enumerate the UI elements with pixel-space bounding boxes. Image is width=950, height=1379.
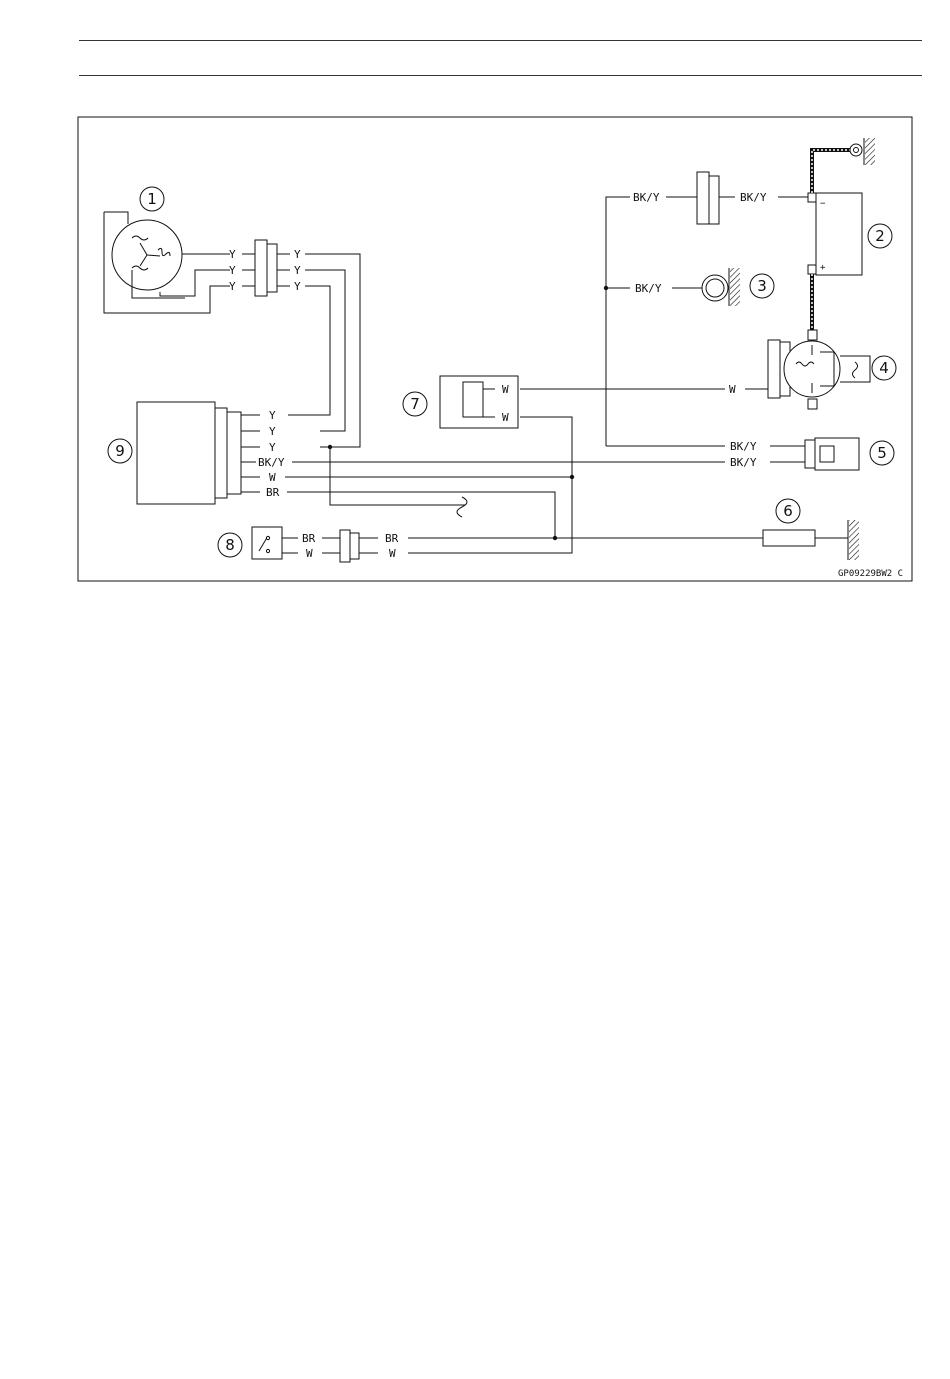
svg-text:1: 1	[147, 190, 157, 208]
label-br-2: BR	[302, 532, 316, 545]
component-3	[672, 268, 740, 306]
label-y-6: Y	[294, 280, 301, 293]
label-w-6: W	[729, 383, 736, 396]
callout-6: 6	[776, 499, 800, 523]
label-br-1: BR	[266, 486, 280, 499]
callout-1: 1	[140, 187, 164, 211]
connector-bky	[697, 172, 719, 224]
label-bky-3: BK/Y	[740, 191, 767, 204]
svg-text:2: 2	[875, 227, 885, 245]
callout-8: 8	[218, 533, 242, 557]
label-w-5: W	[502, 411, 509, 424]
component-5	[770, 438, 859, 470]
label-w-4: W	[502, 383, 509, 396]
label-y-3: Y	[229, 280, 236, 293]
label-br-3: BR	[385, 532, 399, 545]
battery-2: − +	[808, 138, 875, 330]
alternator	[104, 212, 230, 313]
svg-text:5: 5	[877, 444, 887, 462]
label-bky-2: BK/Y	[633, 191, 660, 204]
label-y-7: Y	[269, 409, 276, 422]
label-bky-1: BK/Y	[258, 456, 285, 469]
label-y-2: Y	[229, 264, 236, 277]
svg-text:7: 7	[410, 395, 420, 413]
callout-2: 2	[868, 224, 892, 248]
label-y-5: Y	[294, 264, 301, 277]
label-y-1: Y	[229, 248, 236, 261]
resistor-6	[763, 520, 859, 560]
svg-text:4: 4	[879, 359, 889, 377]
callout-7: 7	[403, 392, 427, 416]
svg-text:6: 6	[783, 502, 793, 520]
label-w-1: W	[269, 471, 276, 484]
svg-text:3: 3	[757, 277, 767, 295]
wiring-diagram: − + Y Y Y Y Y	[0, 0, 950, 620]
callout-9: 9	[108, 439, 132, 463]
figure-code: GP09229BW2 C	[838, 569, 903, 579]
svg-text:9: 9	[115, 442, 125, 460]
callout-4: 4	[872, 356, 896, 380]
connector-yellow	[242, 240, 290, 296]
regulator-rectifier	[137, 402, 260, 504]
label-w-2: W	[306, 547, 313, 560]
label-y-9: Y	[269, 441, 276, 454]
svg-text:8: 8	[225, 536, 235, 554]
callout-3: 3	[750, 274, 774, 298]
label-y-8: Y	[269, 425, 276, 438]
label-w-3: W	[389, 547, 396, 560]
starter-relay-4	[768, 330, 870, 409]
label-bky-4: BK/Y	[635, 282, 662, 295]
label-bky-5: BK/Y	[730, 440, 757, 453]
label-bky-6: BK/Y	[730, 456, 757, 469]
callout-5: 5	[870, 441, 894, 465]
label-y-4: Y	[294, 248, 301, 261]
svg-text:+: +	[820, 263, 826, 273]
svg-text:−: −	[820, 199, 826, 209]
